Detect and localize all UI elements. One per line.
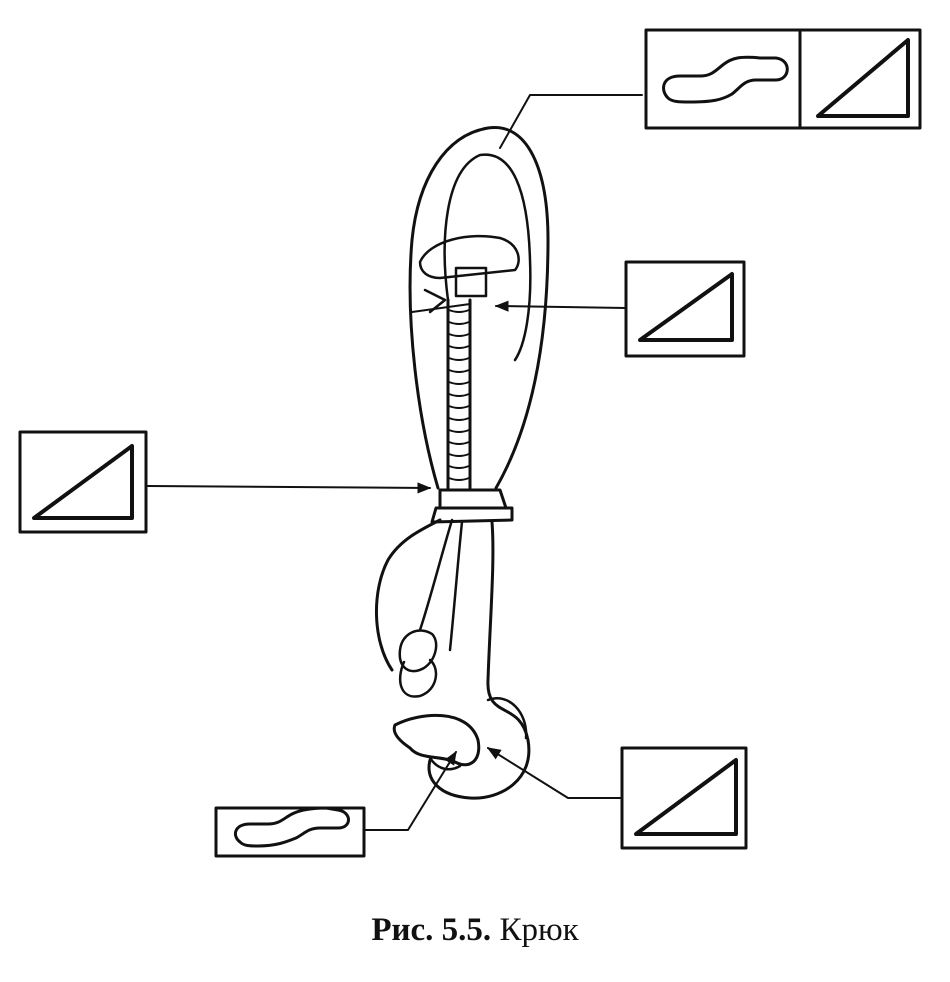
symbol-box-left <box>18 430 148 534</box>
symbol-box-right-upper <box>624 260 746 358</box>
collar <box>438 488 508 510</box>
leader-lines <box>147 94 643 831</box>
figure-caption: Рис. 5.5. Крюк <box>0 912 950 949</box>
right-triangle-icon <box>32 444 134 520</box>
s-curve-icon <box>662 55 789 104</box>
symbol-box-bottom-right <box>620 746 748 850</box>
symbol-box-bottom-left <box>214 806 366 858</box>
hook-drawing <box>374 126 550 800</box>
symbol-box-top <box>644 28 922 130</box>
hook-diagram <box>18 28 922 858</box>
s-curve-icon <box>233 806 350 848</box>
right-triangle-icon <box>816 38 910 118</box>
caption-prefix: Рис. 5.5. <box>371 912 492 948</box>
leader-left <box>147 482 432 494</box>
leader-bottom-right <box>486 747 623 799</box>
leader-top <box>499 94 643 149</box>
crossbar <box>418 234 520 280</box>
safety-latch <box>398 629 438 673</box>
hook-tip <box>392 713 481 767</box>
leader-right-upper <box>494 300 627 312</box>
shackle-inner <box>443 153 532 362</box>
leader-bottom-left <box>363 750 457 831</box>
thread-coils <box>448 309 470 481</box>
shackle-outer <box>408 126 550 490</box>
right-triangle-icon <box>634 758 738 836</box>
right-triangle-icon <box>638 272 734 342</box>
caption-title: Крюк <box>499 912 579 948</box>
